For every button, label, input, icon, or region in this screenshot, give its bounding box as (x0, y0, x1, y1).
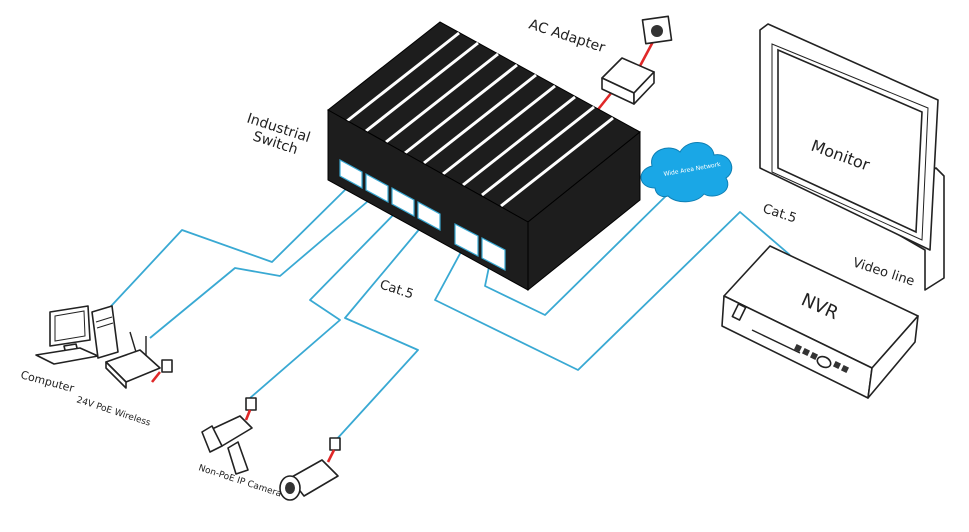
label-video-line: Video line (851, 256, 917, 290)
ac-adapter-icon (601, 57, 655, 105)
label-cat5-left: Cat.5 (378, 278, 415, 303)
wireless-ap-icon (105, 331, 173, 389)
switch-port-6 (481, 237, 506, 271)
label-poe-wireless: 24V PoE Wireless (75, 395, 152, 428)
label-computer: Computer (19, 368, 76, 395)
wall-socket-icon (641, 15, 673, 45)
monitor-icon: Monitor (759, 23, 945, 291)
switch-port-4 (417, 200, 441, 232)
label-ac-adapter: AC Adapter (527, 17, 607, 57)
switch-ports (339, 158, 506, 271)
camera-icon (201, 397, 341, 501)
cable-wan (484, 189, 673, 316)
nvr-icon: NVR (721, 245, 919, 399)
switch-port-5 (454, 223, 479, 257)
cable-computer (99, 184, 351, 319)
switch-icon: Industrial Switch (245, 21, 641, 292)
label-cat5-right: Cat.5 (761, 202, 798, 227)
switch-port-3 (391, 186, 415, 218)
cable-nvr (434, 211, 791, 371)
cable-camera-2 (335, 219, 428, 441)
nvr-buttons (793, 343, 850, 374)
switch-fins (346, 31, 614, 208)
cables (99, 184, 791, 441)
power-cord-switch (594, 91, 614, 113)
cable-wireless (149, 195, 375, 339)
cloud-icon: Wide Area Network (640, 142, 733, 203)
switch-port-1 (339, 158, 363, 190)
switch-port-2 (365, 172, 389, 204)
camera-1 (201, 397, 257, 475)
cable-camera-1 (249, 206, 402, 399)
computer-icon (35, 305, 119, 365)
camera-2 (279, 437, 341, 501)
